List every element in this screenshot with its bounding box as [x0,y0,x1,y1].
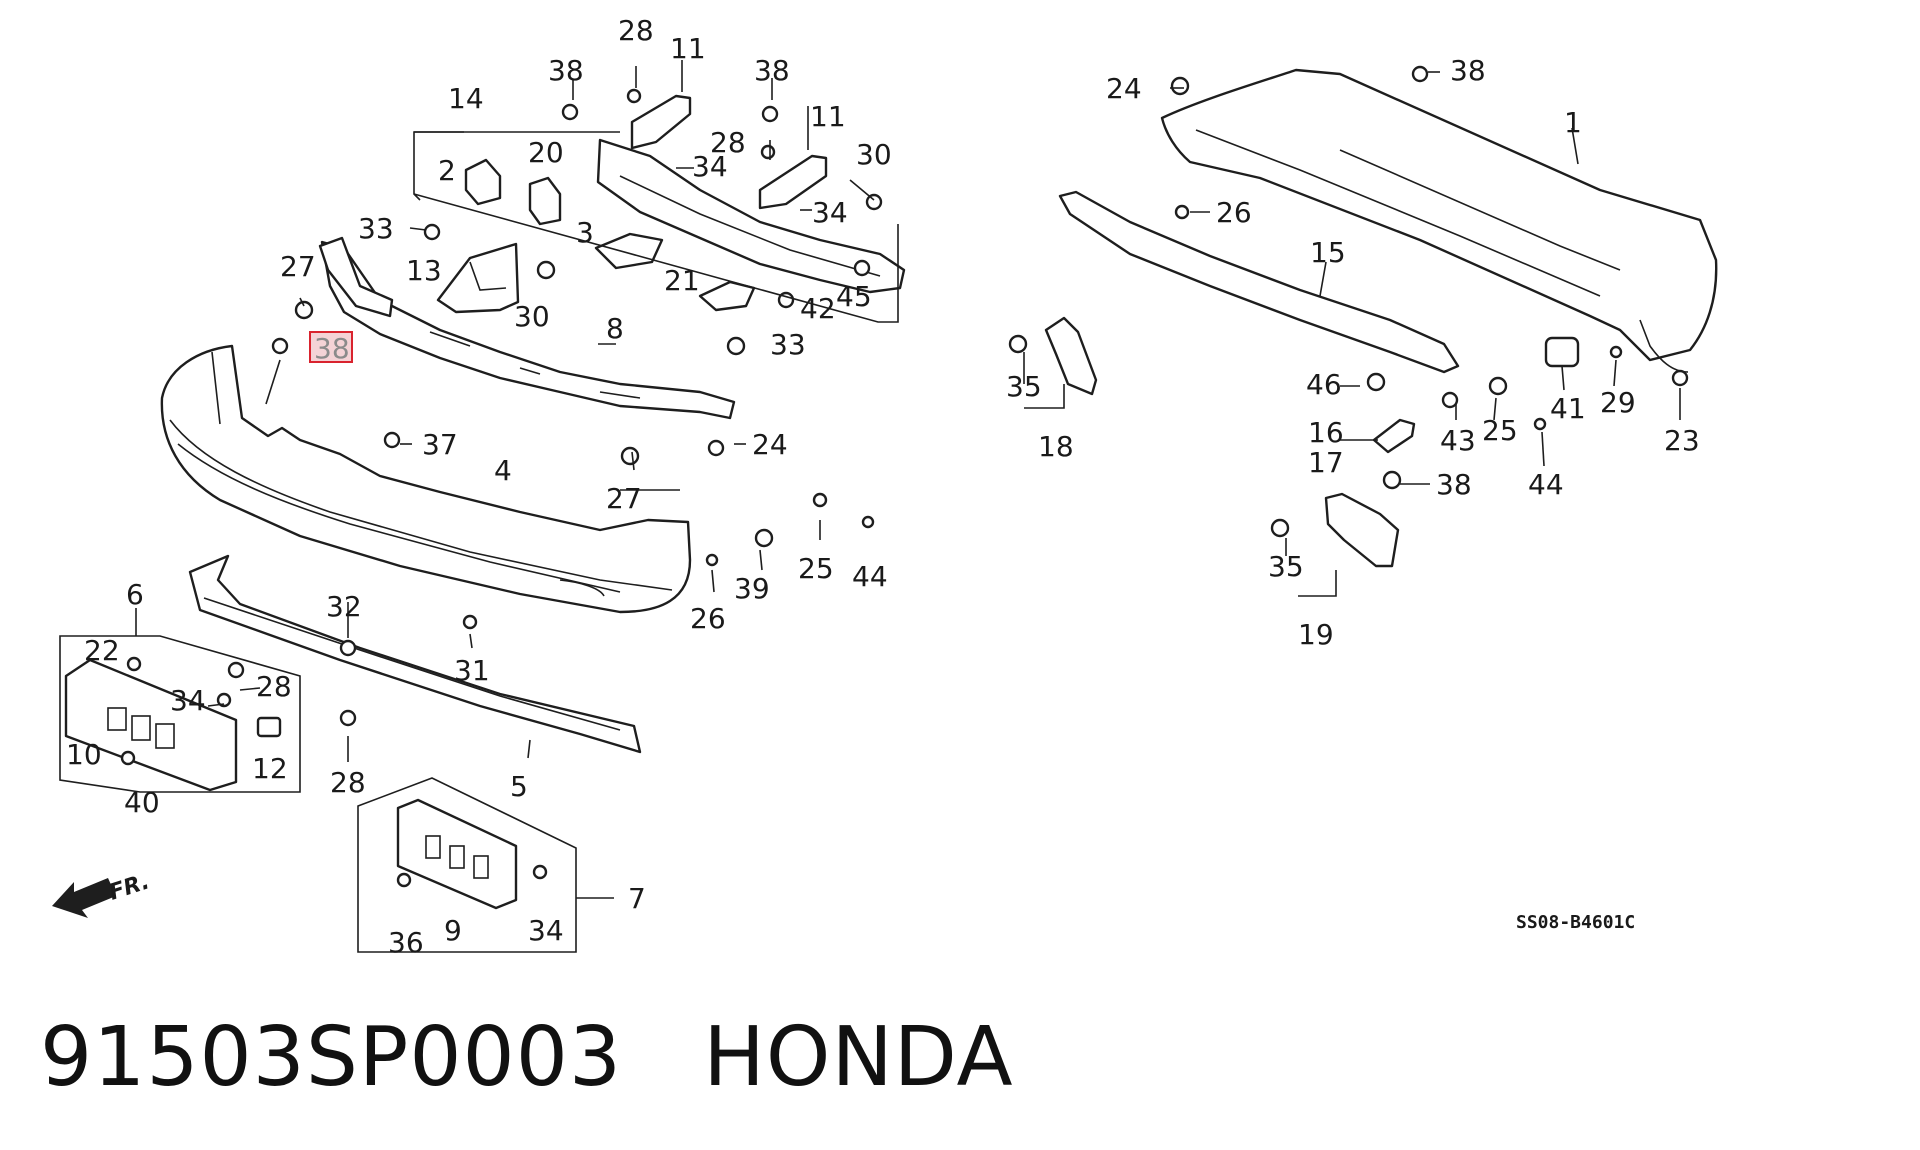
callout-44[interactable]: 44 [852,560,888,593]
callout-44[interactable]: 44 [1528,468,1564,501]
callout-25[interactable]: 25 [798,552,834,585]
clip-12 [256,716,282,738]
callout-41[interactable]: 41 [1550,392,1586,425]
callout-8[interactable]: 8 [606,312,624,345]
callout-38[interactable]: 38 [1436,468,1472,501]
rear-bumper-beam-15 [1058,190,1460,374]
diagram-code: SS08-B4601C [1516,912,1635,933]
brand: HONDA [703,1010,1014,1105]
retainer-41 [1544,336,1580,368]
callout-14[interactable]: 14 [448,82,484,115]
grille-3 [594,232,664,270]
callout-17[interactable]: 17 [1308,446,1344,479]
side-bracket-left [318,236,394,318]
bracket-11a [630,94,692,150]
callout-45[interactable]: 45 [836,280,872,313]
callout-6[interactable]: 6 [126,578,144,611]
callout-16[interactable]: 16 [1308,416,1344,449]
callout-4[interactable]: 4 [494,454,512,487]
callout-34[interactable]: 34 [812,196,848,229]
callout-13[interactable]: 13 [406,254,442,287]
part-number: 91503SP0003 [40,1010,623,1105]
highlight-box [309,331,353,363]
callout-24[interactable]: 24 [752,428,788,461]
callout-39[interactable]: 39 [734,572,770,605]
front-direction-arrow [52,878,116,918]
callout-28[interactable]: 28 [330,766,366,799]
highlighted-callout[interactable]: 38 [314,332,350,365]
callout-11[interactable]: 11 [810,100,846,133]
callout-9[interactable]: 9 [444,914,462,947]
leader-lines [59,60,1681,953]
grille-21 [698,280,756,312]
callout-23[interactable]: 23 [1664,424,1700,457]
callout-27[interactable]: 27 [280,250,316,283]
callout-15[interactable]: 15 [1310,236,1346,269]
callout-5[interactable]: 5 [510,770,528,803]
callout-22[interactable]: 22 [84,634,120,667]
callout-35[interactable]: 35 [1268,550,1304,583]
callout-3[interactable]: 3 [576,216,594,249]
rear-bumper-face [1160,68,1718,373]
callout-33[interactable]: 33 [358,212,394,245]
callout-2[interactable]: 2 [438,154,456,187]
side-bracket-19 [1324,492,1400,568]
direction-label: FR. [106,869,152,905]
callout-38[interactable]: 38 [754,54,790,87]
caption: 91503SP0003 HONDA [40,1010,1014,1105]
callout-29[interactable]: 29 [1600,386,1636,419]
callout-20[interactable]: 20 [528,136,564,169]
callout-34[interactable]: 34 [528,914,564,947]
callout-32[interactable]: 32 [326,590,362,623]
fasteners-front [120,88,883,888]
callout-34[interactable]: 34 [170,684,206,717]
callouts: 28 11 38 38 11 14 28 30 2 20 34 34 33 3 … [66,14,1700,959]
callout-28[interactable]: 28 [710,126,746,159]
callout-12[interactable]: 12 [252,752,288,785]
callout-7[interactable]: 7 [628,882,646,915]
callout-36[interactable]: 36 [388,926,424,959]
callout-38[interactable]: 38 [548,54,584,87]
callout-25[interactable]: 25 [1482,414,1518,447]
callout-21[interactable]: 21 [664,264,700,297]
front-lower-spoiler [188,554,642,754]
callout-34[interactable]: 34 [692,150,728,183]
callout-30[interactable]: 30 [514,300,550,333]
license-plate-base-9 [396,798,518,910]
front-upper-reinforcement [596,138,906,294]
parts-diagram: 38 28 11 38 38 11 14 28 30 2 20 34 34 33… [52,14,1718,959]
callout-28[interactable]: 28 [256,670,292,703]
callout-37[interactable]: 37 [422,428,458,461]
bracket-11b [758,154,828,210]
clip-16-17 [1372,418,1416,454]
callout-1[interactable]: 1 [1564,106,1582,139]
callout-28[interactable]: 28 [618,14,654,47]
fasteners-rear [1008,65,1689,538]
callout-42[interactable]: 42 [800,292,836,325]
callout-19[interactable]: 19 [1298,618,1334,651]
callout-40[interactable]: 40 [124,786,160,819]
license-plate-bracket-10 [64,658,238,792]
bracket-20 [528,176,562,226]
side-bracket-18 [1044,316,1098,396]
callout-35[interactable]: 35 [1006,370,1042,403]
callout-46[interactable]: 46 [1306,368,1342,401]
callout-11[interactable]: 11 [670,32,706,65]
callout-31[interactable]: 31 [454,654,490,687]
callout-33[interactable]: 33 [770,328,806,361]
callout-38[interactable]: 38 [1450,54,1486,87]
callout-43[interactable]: 43 [1440,424,1476,457]
callout-10[interactable]: 10 [66,738,102,771]
callout-24[interactable]: 24 [1106,72,1142,105]
bracket-2 [464,158,502,206]
callout-26[interactable]: 26 [1216,196,1252,229]
callout-27[interactable]: 27 [606,482,642,515]
callout-26[interactable]: 26 [690,602,726,635]
front-bumper-face [160,344,692,614]
callout-30[interactable]: 30 [856,138,892,171]
center-mount-13 [436,242,520,314]
callout-18[interactable]: 18 [1038,430,1074,463]
